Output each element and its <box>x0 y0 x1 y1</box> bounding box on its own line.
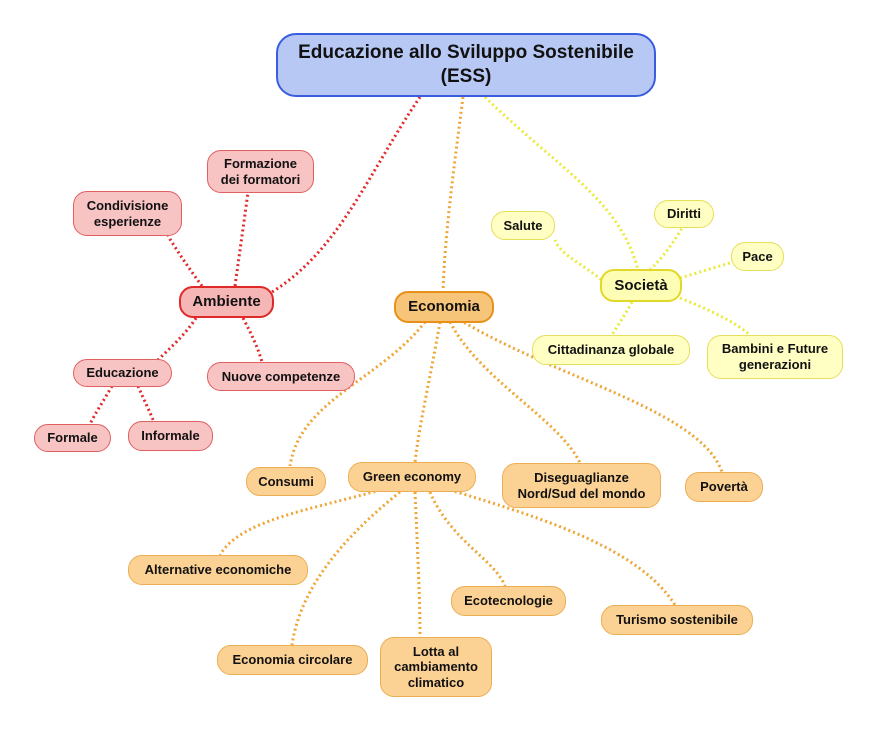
informale-label: Informale <box>141 428 200 444</box>
diseguaglianze-line2: Nord/Sud del mondo <box>517 485 646 501</box>
economia-label: Economia <box>408 298 480 315</box>
economia-circolare-label: Economia circolare <box>232 652 353 668</box>
condivisione-line2: esperienze <box>93 213 162 229</box>
link-root-economia <box>441 96 465 293</box>
green-economy-label: Green economy <box>362 469 462 485</box>
node-nuove-competenze[interactable]: Nuove competenze <box>207 362 355 391</box>
diseguaglianze-line1: Diseguaglianze <box>534 469 629 485</box>
node-economia[interactable]: Economia <box>394 291 494 323</box>
link-root-societa <box>483 95 640 271</box>
node-formale[interactable]: Formale <box>34 424 111 452</box>
node-societa[interactable]: Società <box>600 269 682 302</box>
link-green-alternative <box>218 488 381 556</box>
bambini-line1: Bambini e Future <box>721 341 829 357</box>
link-ambiente-educazione <box>156 317 198 362</box>
societa-label: Società <box>614 276 668 294</box>
lotta-line2: cambiamento <box>394 659 478 675</box>
ambiente-label: Ambiente <box>192 293 261 310</box>
link-societa-cittadinanza <box>610 301 634 336</box>
link-societa-salute <box>553 239 607 285</box>
alternative-label: Alternative economiche <box>144 562 292 578</box>
educazione-label: Educazione <box>86 365 159 381</box>
condivisione-line1: Condivisione <box>86 197 169 213</box>
node-educazione[interactable]: Educazione <box>73 359 172 387</box>
link-economia-green <box>413 321 442 463</box>
node-pace[interactable]: Pace <box>731 242 784 271</box>
link-ambiente-nuove <box>241 317 264 363</box>
ecotecnologie-label: Ecotecnologie <box>464 593 553 609</box>
link-economia-poverta <box>459 318 724 473</box>
pace-label: Pace <box>742 248 773 264</box>
root-title-line2: (ESS) <box>440 66 492 87</box>
formazione-line2: dei formatori <box>220 171 301 187</box>
link-educazione-formale <box>88 385 114 425</box>
formazione-line1: Formazione <box>224 155 297 171</box>
node-green-economy[interactable]: Green economy <box>348 462 476 492</box>
link-economia-consumi <box>288 321 427 467</box>
link-societa-pace <box>679 260 734 280</box>
root-node-ess[interactable]: Educazione allo Sviluppo Sostenibile (ES… <box>276 33 656 97</box>
formale-label: Formale <box>47 430 98 446</box>
lotta-line1: Lotta al <box>412 643 460 659</box>
node-salute[interactable]: Salute <box>491 211 555 240</box>
node-ambiente[interactable]: Ambiente <box>179 286 274 318</box>
node-cittadinanza-globale[interactable]: Cittadinanza globale <box>532 335 690 365</box>
node-diritti[interactable]: Diritti <box>654 200 714 228</box>
node-consumi[interactable]: Consumi <box>246 467 326 496</box>
link-green-circolare <box>290 490 401 646</box>
link-green-ecotecnologie <box>428 491 507 587</box>
link-societa-bambini <box>679 296 751 337</box>
node-diseguaglianze[interactable]: Diseguaglianze Nord/Sud del mondo <box>502 463 661 508</box>
consumi-label: Consumi <box>258 473 314 489</box>
node-ecotecnologie[interactable]: Ecotecnologie <box>451 586 566 616</box>
nuove-competenze-label: Nuove competenze <box>221 368 341 384</box>
link-green-turismo <box>449 488 677 606</box>
link-ambiente-formazione <box>233 191 250 287</box>
node-economia-circolare[interactable]: Economia circolare <box>217 645 368 675</box>
node-informale[interactable]: Informale <box>128 421 213 451</box>
turismo-label: Turismo sostenibile <box>616 612 738 628</box>
node-turismo-sostenibile[interactable]: Turismo sostenibile <box>601 605 753 635</box>
link-root-ambiente <box>271 96 422 294</box>
node-alternative-economiche[interactable]: Alternative economiche <box>128 555 308 585</box>
node-bambini-future-generazioni[interactable]: Bambini e Future generazioni <box>707 335 843 379</box>
link-green-lotta <box>413 491 422 639</box>
node-condivisione-esperienze[interactable]: Condivisione esperienze <box>73 191 182 236</box>
diritti-label: Diritti <box>667 206 701 222</box>
bambini-line2: generazioni <box>738 357 812 372</box>
node-formazione-formatori[interactable]: Formazione dei formatori <box>207 150 314 193</box>
link-societa-diritti <box>648 227 684 272</box>
node-poverta[interactable]: Povertà <box>685 472 763 502</box>
lotta-line3: climatico <box>407 674 465 690</box>
link-ambiente-condivisione <box>166 235 204 287</box>
node-lotta-cambiamento[interactable]: Lotta al cambiamento climatico <box>380 637 492 697</box>
root-title-line1: Educazione allo Sviluppo Sostenibile <box>298 42 634 64</box>
poverta-label: Povertà <box>700 479 748 495</box>
salute-label: Salute <box>503 217 543 233</box>
cittadinanza-label: Cittadinanza globale <box>547 342 675 358</box>
link-educazione-informale <box>136 385 156 423</box>
